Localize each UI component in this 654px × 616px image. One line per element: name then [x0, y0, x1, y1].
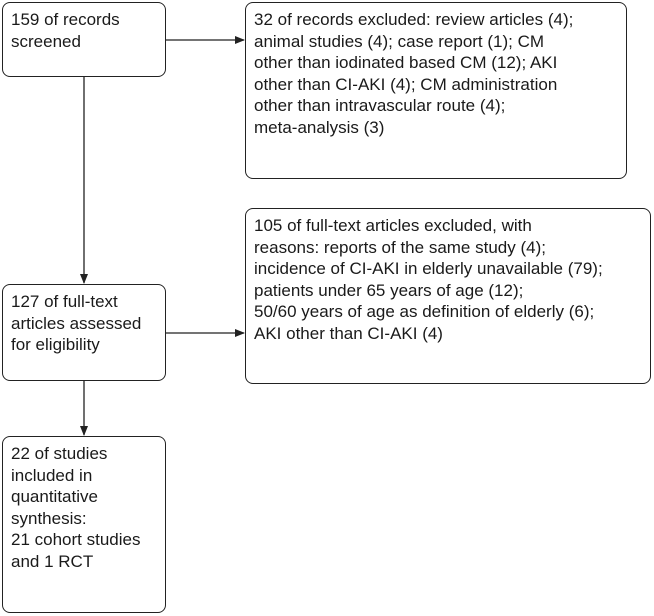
studies-included-box: 22 of studies included in quantitative s…	[2, 436, 166, 613]
box-text-line: 127 of full-text	[11, 292, 118, 311]
box-text-line: 32 of records excluded: review articles …	[254, 10, 574, 29]
records-screened-box: 159 of records screened	[2, 2, 166, 77]
box-text-line: for eligibility	[11, 335, 100, 355]
box-text-line: articles assessed	[11, 313, 142, 333]
fulltext-excluded-box: 105 of full-text articles excluded, with…	[245, 208, 651, 384]
records-excluded-box: 32 of records excluded: review articles …	[245, 2, 627, 179]
box-text-line: incidence of CI-AKI in elderly unavailab…	[254, 259, 603, 279]
box-text-line: 21 cohort studies	[11, 530, 141, 550]
box-text-line: synthesis:	[11, 508, 87, 528]
box-text-line: meta-analysis (3)	[254, 117, 385, 137]
box-text-line: 159 of records	[11, 10, 120, 29]
box-text-line: other than intravascular route (4);	[254, 96, 506, 116]
box-text-line: 50/60 years of age as definition of elde…	[254, 302, 595, 322]
box-text-line: 22 of studies	[11, 444, 108, 463]
box-text-line: AKI other than CI-AKI (4)	[254, 323, 443, 343]
box-text-line: screened	[11, 31, 81, 51]
box-text-line: reasons: reports of the same study (4);	[254, 237, 546, 257]
box-text-line: other than CI-AKI (4); CM administration	[254, 74, 558, 94]
box-text-line: patients under 65 years of age (12);	[254, 280, 524, 300]
box-text-line: included in	[11, 465, 93, 485]
box-text-line: 105 of full-text articles excluded, with	[254, 216, 532, 235]
box-text-line: quantitative	[11, 487, 98, 507]
box-text-line: and 1 RCT	[11, 551, 94, 571]
box-text-line: animal studies (4); case report (1); CM	[254, 31, 545, 51]
box-text-line: other than iodinated based CM (12); AKI	[254, 53, 558, 73]
fulltext-assessed-box: 127 of full-text articles assessed for e…	[2, 284, 166, 381]
